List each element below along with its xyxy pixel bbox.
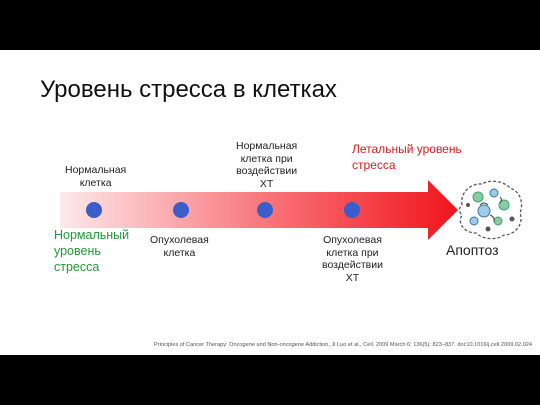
label-lethal-stress-level: Летальный уровень стресса <box>352 142 462 172</box>
label-tumor-cell: Опухолевая клетка <box>150 234 209 259</box>
label-tumor-cell-chemo: Опухолевая клетка при воздействии ХТ <box>322 234 383 284</box>
apoptotic-cell-icon <box>458 180 523 240</box>
slide-title: Уровень стресса в клетках <box>40 76 337 103</box>
stress-gradient-arrow <box>60 180 458 240</box>
dot-normal-level <box>86 202 102 218</box>
citation: Principles of Cancer Therapy: Oncogene a… <box>154 342 533 348</box>
label-apoptosis: Апоптоз <box>446 242 499 258</box>
dot-normal-cell-chemo <box>257 202 273 218</box>
label-normal-cell-chemo: Нормальная клетка при воздействии ХТ <box>236 140 298 190</box>
label-normal-cell: Нормальная клетка <box>65 164 127 189</box>
dot-tumor-cell-chemo <box>344 202 360 218</box>
dot-tumor-cell <box>173 202 189 218</box>
label-normal-stress-level: Нормальный уровень стресса <box>54 228 130 274</box>
slide: Уровень стресса в клетках Нормальная кле… <box>0 50 540 355</box>
